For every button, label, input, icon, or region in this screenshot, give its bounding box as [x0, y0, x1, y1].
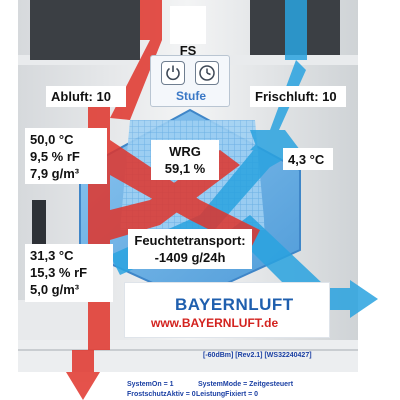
wrg-value: 59,1 %: [164, 161, 206, 176]
device-info: [-60dBm] [Rev2.1] [WS32240427]: [203, 352, 312, 359]
outside-temperature: 4,3 °C: [283, 148, 333, 170]
inlet-temperature: 50,0 °C: [30, 132, 74, 147]
timer-button[interactable]: [195, 61, 219, 85]
filter-left: [30, 0, 140, 60]
fan-speed-label: FS 00: [170, 6, 206, 109]
stufe-control: Stufe: [150, 55, 230, 107]
brand-banner: BAYERNLUFT www.BAYERNLUFT.de: [124, 282, 330, 338]
moisture-transport-value: -1409 g/24h: [154, 250, 226, 265]
wrg-efficiency: WRG 59,1 %: [151, 140, 219, 180]
brand-url[interactable]: www.BAYERNLUFT.de: [151, 316, 279, 330]
inlet-readings: 50,0 °C 9,5 % rF 7,9 g/m³: [25, 128, 107, 184]
frischluft-label: Frischluft: 10: [250, 86, 346, 107]
status-system-mode: SystemMode = Zeitgesteuert: [198, 381, 294, 388]
fan-speed-title: FS: [179, 43, 197, 58]
outlet-humidity: 15,3 % rF: [30, 265, 88, 280]
power-icon: [166, 65, 180, 81]
moisture-transport-title: Feuchtetransport:: [134, 233, 246, 248]
status-system-on: SystemOn = 1: [127, 381, 174, 388]
inlet-humidity: 9,5 % rF: [30, 149, 80, 164]
status-leistung: LeistungFixiert = 0: [196, 391, 259, 398]
outlet-temperature: 31,3 °C: [30, 248, 74, 263]
stufe-label[interactable]: Stufe: [176, 89, 206, 103]
abluft-label: Abluft: 10: [46, 86, 126, 107]
warm-outlet-arrow: [66, 372, 100, 400]
inlet-absolute-humidity: 7,9 g/m³: [30, 166, 80, 181]
cold-outlet-stem: [330, 288, 350, 310]
moisture-transport: Feuchtetransport: -1409 g/24h: [128, 229, 252, 269]
status-frostschutz: FrostschutzAktiv = 0: [127, 391, 196, 398]
clock-icon: [199, 65, 215, 81]
power-button[interactable]: [161, 61, 185, 85]
outlet-absolute-humidity: 5,0 g/m³: [30, 282, 80, 297]
cold-outlet-arrow: [350, 280, 378, 318]
outlet-readings: 31,3 °C 15,3 % rF 5,0 g/m³: [25, 244, 113, 302]
brand-name: BAYERNLUFT: [175, 295, 294, 314]
wrg-title: WRG: [169, 144, 201, 159]
